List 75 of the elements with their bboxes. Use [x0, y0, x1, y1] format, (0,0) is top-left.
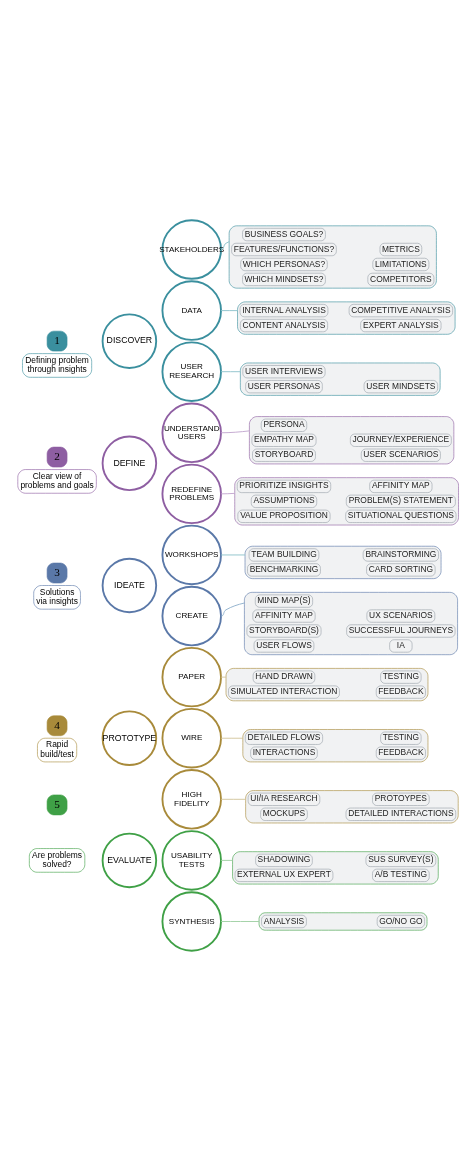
- node-box: SIMULATED INTERACTION: [227, 685, 340, 699]
- node-box: SUCCESSFUL JOURNEYS: [345, 624, 455, 638]
- connector: [220, 241, 230, 250]
- node-box: STORYBOARD: [251, 448, 316, 462]
- node-circle: EVALUATE: [101, 832, 157, 889]
- node-box: Clear view of problems and goals: [17, 469, 97, 494]
- connector: [220, 921, 260, 922]
- node-box: UX SCENARIOS: [366, 609, 435, 623]
- node-box: METRICS: [379, 242, 422, 257]
- connector: [220, 798, 246, 800]
- node-box: BRAINSTORMING: [362, 548, 439, 562]
- node-box: SHADOWING: [254, 853, 313, 867]
- node-box: FEEDBACK: [375, 746, 426, 760]
- connector: [220, 602, 245, 617]
- node-box: GO/NO GO: [376, 914, 425, 929]
- connector: [220, 554, 245, 556]
- node-box: INTERNAL ANALYSIS: [239, 304, 328, 318]
- node-box: Solutions via insights: [32, 585, 81, 610]
- connector: [220, 430, 250, 434]
- node-box: USER INTERVIEWS: [242, 365, 325, 379]
- node-box: DETAILED INTERACTIONS: [345, 807, 456, 821]
- node-box: Are problems solved?: [28, 848, 85, 873]
- node-box: MIND MAP(S): [254, 594, 313, 608]
- node-box: EXPERT ANALYSIS: [359, 319, 441, 333]
- node-box: PRIORITIZE INSIGHTS: [236, 479, 331, 493]
- node-box: VALUE PROPOSITION: [237, 509, 330, 523]
- node-box: AFFINITY MAP: [368, 479, 432, 493]
- node-box: FEEDBACK: [375, 685, 426, 699]
- node-box: DETAILED FLOWS: [244, 731, 323, 745]
- connector: [220, 737, 243, 739]
- node-box: AFFINITY MAP: [252, 609, 315, 623]
- node-circle: DISCOVER: [101, 313, 157, 369]
- node-box: LIMITATIONS: [372, 257, 429, 271]
- node-box: USER SCENARIOS: [360, 448, 441, 462]
- node-box: INTERACTIONS: [249, 746, 318, 760]
- node-box: USER MINDSETS: [363, 380, 438, 394]
- connector: [220, 371, 241, 373]
- node-box: EMPATHY MAP: [251, 433, 316, 447]
- node-box: MOCKUPS: [259, 807, 308, 821]
- node-box: Rapid build/test: [36, 737, 77, 763]
- node-box: UI/IA RESEARCH: [247, 792, 320, 806]
- connector: [220, 310, 238, 312]
- node-box: ASSUMPTIONS: [250, 494, 317, 508]
- node-box: PROBLEM(S) STATEMENT: [345, 494, 456, 508]
- node-box: SUS SURVEY(S): [365, 853, 436, 867]
- node-box: TEAM BUILDING: [248, 548, 319, 562]
- connector: [220, 859, 233, 861]
- node-box: ANALYSIS: [260, 914, 307, 929]
- node-box: BUSINESS GOALS?: [241, 228, 326, 242]
- node-box: IA: [388, 639, 412, 653]
- node-box: PERSONA: [260, 418, 307, 432]
- node-circle: IDEATE: [101, 557, 157, 614]
- node-box: COMPETITIVE ANALYSIS: [348, 304, 453, 318]
- node-box: USER FLOWS: [253, 639, 314, 653]
- node-box: BENCHMARKING: [246, 563, 321, 577]
- node-box: USER PERSONAS: [244, 380, 323, 394]
- node-box: Defining problem through insights: [21, 353, 92, 378]
- node-box: A/B TESTING: [371, 868, 430, 882]
- node-box: TESTING: [379, 731, 421, 745]
- node-box: CONTENT ANALYSIS: [239, 319, 328, 333]
- node-box: WHICH PERSONAS?: [239, 257, 328, 271]
- node-box: STORYBOARD(S): [246, 624, 321, 638]
- node-box: JOURNEY/EXPERIENCE: [349, 433, 452, 447]
- connector: [220, 492, 235, 495]
- node-box: PROTOYPES: [371, 792, 430, 806]
- node-box: SITUATIONAL QUESTIONS: [344, 509, 456, 523]
- node-box: HAND DRAWN: [252, 670, 315, 684]
- node-box: CARD SORTING: [365, 563, 435, 577]
- node-box: WHICH MINDSETS?: [241, 272, 326, 286]
- node-box: TESTING: [379, 670, 421, 684]
- connector: [220, 676, 226, 678]
- node-box: COMPETITORS: [367, 272, 434, 286]
- node-box: EXTERNAL UX EXPERT: [234, 868, 333, 882]
- node-circle: DEFINE: [101, 435, 157, 492]
- node-box: FEATURES/FUNCTIONS?: [230, 242, 337, 257]
